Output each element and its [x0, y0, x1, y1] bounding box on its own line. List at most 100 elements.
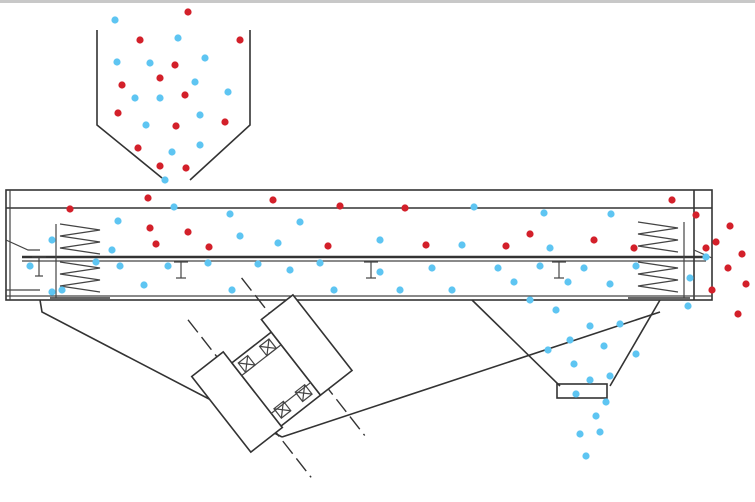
fine-particle — [632, 350, 640, 358]
oversize-discharge-particles — [702, 222, 750, 318]
fine-particle — [602, 398, 610, 406]
fine-particle — [580, 264, 588, 272]
coarse-particle — [156, 162, 164, 170]
coarse-particle — [324, 242, 332, 250]
coarse-particle — [712, 238, 720, 246]
fine-particle — [606, 280, 614, 288]
fine-particle — [564, 278, 572, 286]
fine-particle — [113, 58, 121, 66]
fine-particle — [92, 258, 100, 266]
fine-particle — [164, 262, 172, 270]
fine-particle — [58, 286, 66, 294]
discharge-chute-icon — [556, 383, 608, 399]
vibrator-motor-icon — [187, 277, 366, 478]
fine-particle — [131, 94, 139, 102]
fine-particle — [376, 236, 384, 244]
fine-particle — [684, 302, 692, 310]
coarse-particle — [269, 196, 277, 204]
coarse-particle — [156, 74, 164, 82]
spring-icon — [628, 221, 690, 299]
screen-deck-particles — [26, 194, 700, 296]
fine-particle — [526, 296, 534, 304]
fine-particle — [702, 253, 710, 261]
fine-particle — [510, 278, 518, 286]
fine-particle — [48, 236, 56, 244]
fine-particle — [168, 148, 176, 156]
fine-particle — [576, 430, 584, 438]
coarse-particle — [526, 230, 534, 238]
coarse-particle — [144, 194, 152, 202]
coarse-particle — [118, 81, 126, 89]
feed-hopper-particles — [111, 8, 244, 184]
fine-particle — [114, 217, 122, 225]
bolt-icon — [32, 256, 46, 277]
particle-layer — [26, 8, 750, 460]
screen-body — [5, 189, 713, 301]
coarse-particle — [668, 196, 676, 204]
fine-particle — [111, 16, 119, 24]
fine-particle — [582, 452, 590, 460]
fine-particle — [470, 203, 478, 211]
fine-particle — [458, 241, 466, 249]
coarse-particle — [726, 222, 734, 230]
fines-discharge-particles — [526, 274, 694, 460]
fine-particle — [108, 246, 116, 254]
bolt-icon — [174, 261, 188, 279]
fine-particle — [228, 286, 236, 294]
coarse-particle — [181, 91, 189, 99]
coarse-particle — [221, 118, 229, 126]
fine-particle — [616, 320, 624, 328]
spring-icon — [50, 223, 110, 299]
coarse-particle — [692, 211, 700, 219]
coarse-particle — [182, 164, 190, 172]
fine-particle — [596, 428, 604, 436]
fine-particle — [552, 306, 560, 314]
coarse-particle — [171, 61, 179, 69]
fine-particle — [494, 264, 502, 272]
fine-particle — [296, 218, 304, 226]
coarse-particle — [630, 244, 638, 252]
coarse-particle — [738, 250, 746, 258]
fine-particle — [592, 412, 600, 420]
coarse-particle — [590, 236, 598, 244]
coarse-particle — [205, 243, 213, 251]
fine-particle — [254, 260, 262, 268]
fine-particle — [544, 346, 552, 354]
fine-particle — [274, 239, 282, 247]
feed-hopper-icon — [96, 30, 251, 181]
fine-particle — [174, 34, 182, 42]
bolt-icon — [273, 400, 292, 419]
fine-particle — [191, 78, 199, 86]
fine-particle — [330, 286, 338, 294]
coarse-particle — [236, 36, 244, 44]
fine-particle — [428, 264, 436, 272]
coarse-particle — [724, 264, 732, 272]
coarse-particle — [422, 241, 430, 249]
fine-particle — [396, 286, 404, 294]
fine-particle — [376, 268, 384, 276]
fine-particle — [686, 274, 694, 282]
coarse-particle — [184, 228, 192, 236]
fine-particle — [607, 210, 615, 218]
fine-particle — [142, 121, 150, 129]
coarse-particle — [702, 244, 710, 252]
fine-particle — [316, 259, 324, 267]
bolt-icon — [237, 354, 256, 374]
fine-particle — [161, 176, 169, 184]
coarse-particle — [708, 286, 716, 294]
coarse-particle — [152, 240, 160, 248]
fine-particle — [546, 244, 554, 252]
fine-particle — [26, 262, 34, 270]
fine-particle — [600, 342, 608, 350]
fine-particle — [48, 288, 56, 296]
coarse-particle — [401, 204, 409, 212]
fine-particle — [226, 210, 234, 218]
fine-particle — [140, 281, 148, 289]
fine-particle — [572, 390, 580, 398]
fine-particle — [156, 94, 164, 102]
fine-particle — [116, 262, 124, 270]
coarse-particle — [184, 8, 192, 16]
bolt-icon — [552, 261, 566, 279]
fine-particle — [236, 232, 244, 240]
